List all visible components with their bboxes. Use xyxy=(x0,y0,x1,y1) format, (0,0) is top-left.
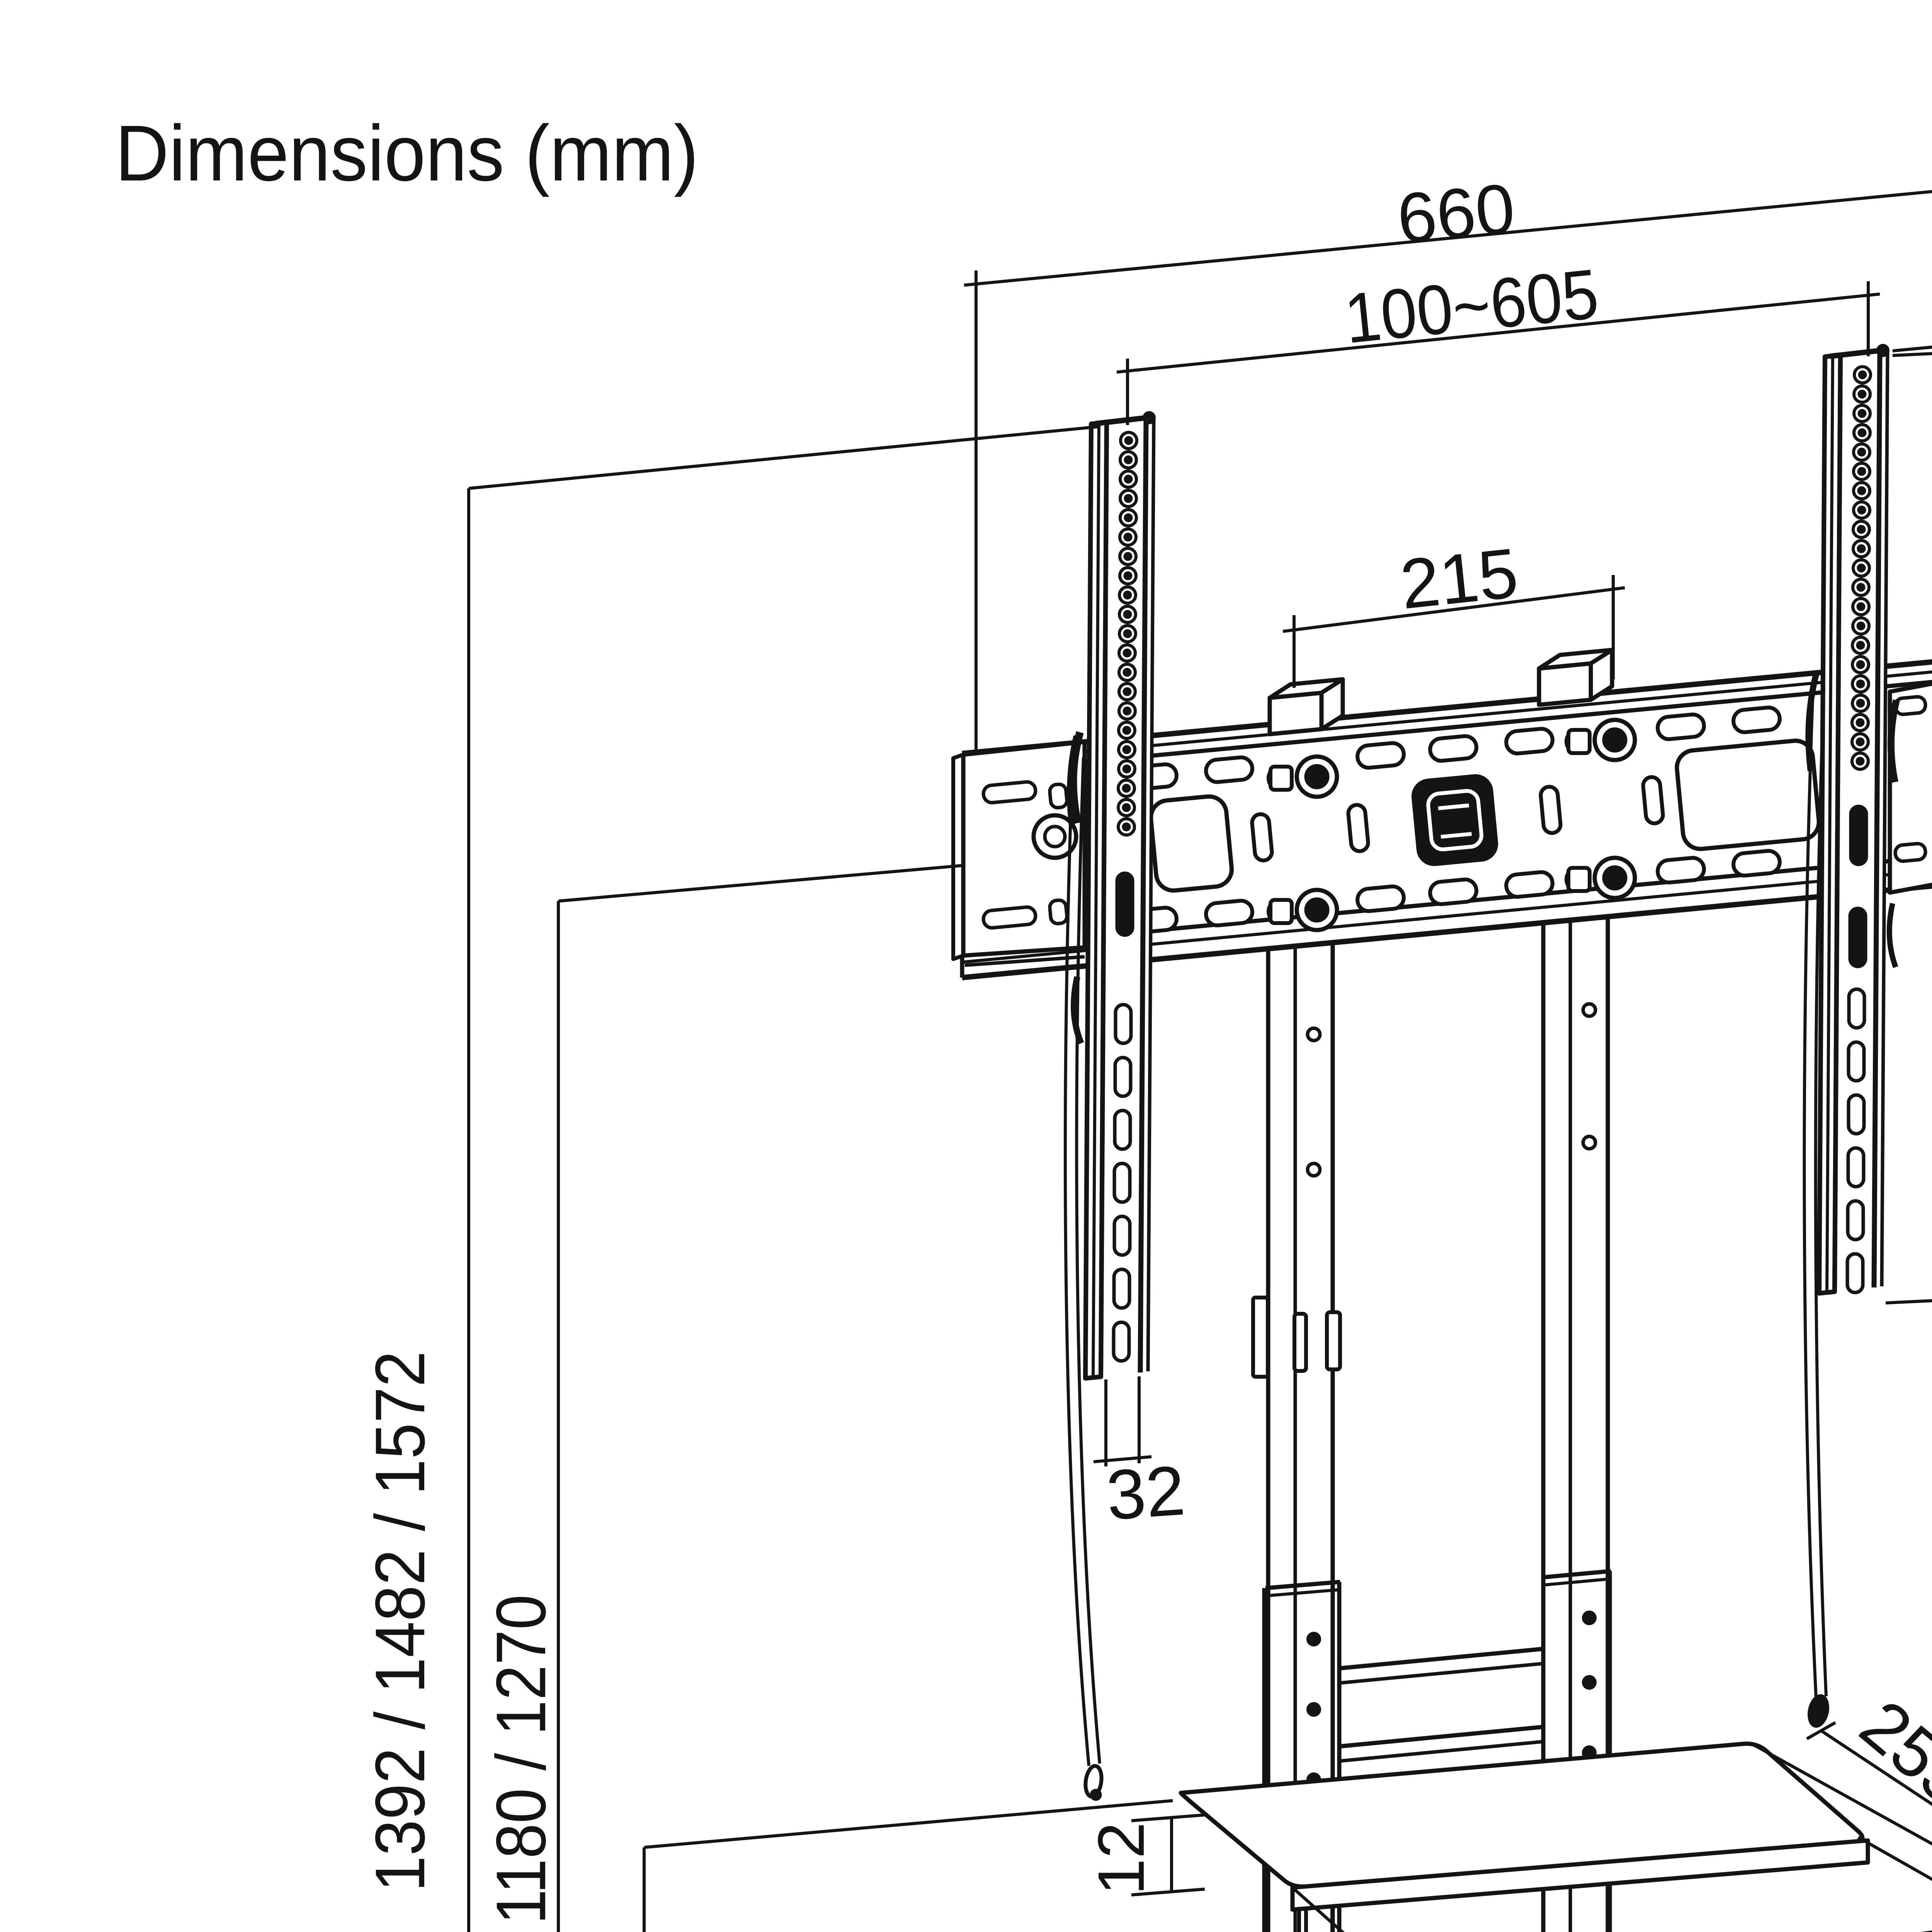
svg-text:Dimensions (mm): Dimensions (mm) xyxy=(115,109,699,197)
svg-text:12: 12 xyxy=(1085,1822,1158,1895)
svg-text:32: 32 xyxy=(1104,1451,1187,1535)
svg-text:1090 / 1180 / 1270: 1090 / 1180 / 1270 xyxy=(481,1595,560,1932)
svg-text:215: 215 xyxy=(1396,533,1521,624)
svg-text:660: 660 xyxy=(1394,168,1518,258)
svg-text:1392 / 1482 / 1572: 1392 / 1482 / 1572 xyxy=(361,1351,439,1892)
